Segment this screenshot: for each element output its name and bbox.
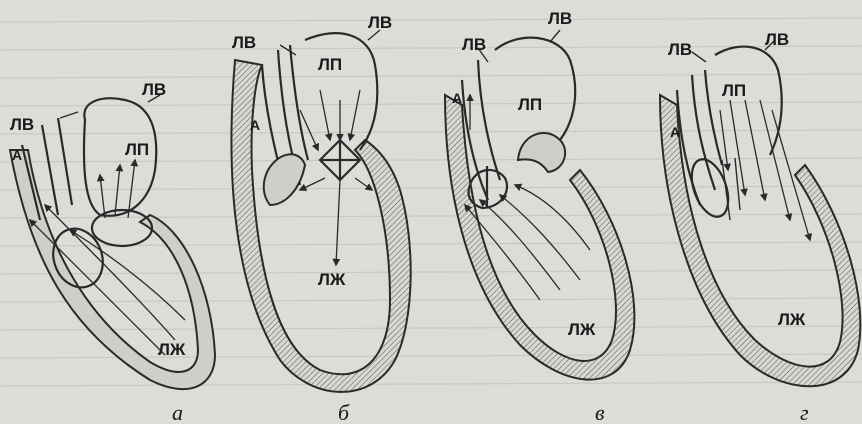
panel-a-caption: а [172,400,183,424]
panel-b-caption: б [338,400,350,424]
panel-d-label-lp: ЛП [722,81,746,100]
panel-b-ventricle-wall [231,60,410,392]
panel-a-label-lp: ЛП [125,140,149,159]
panel-c-label-lv-left: ЛВ [462,35,486,54]
panel-c-caption: в [595,400,605,424]
panel-c: ЛВ ЛВ ЛП А ЛЖ в [445,9,634,424]
panel-d-label-aorta: А [670,124,680,140]
panel-c-mitral-valve [518,133,565,172]
panel-a-label-lzh: ЛЖ [158,340,186,359]
panel-d-label-lv-right: ЛВ [765,30,789,49]
panel-c-label-aorta: А [452,90,462,106]
panel-a-label-aorta: А [12,147,22,163]
panel-d-caption: г [800,400,809,424]
panel-d: ЛВ ЛВ ЛП А ЛЖ г [660,30,860,424]
panel-c-label-lzh: ЛЖ [568,320,596,339]
panel-b-label-lp: ЛП [318,55,342,74]
panel-b-label-lv-left: ЛВ [232,33,256,52]
panel-b-mitral-valve [320,140,360,180]
panel-b: ЛВ ЛВ ЛП А ЛЖ б [231,13,410,424]
panel-b-label-lzh: ЛЖ [318,270,346,289]
panel-a: ЛВ ЛВ ЛП А ЛЖ а [10,80,215,424]
panel-d-left-atrium [715,47,782,155]
panel-c-label-lp: ЛП [518,95,542,114]
panel-b-label-lv-right: ЛВ [368,13,392,32]
panel-b-label-aorta: А [250,117,260,133]
panel-d-label-lv-left: ЛВ [668,40,692,59]
panel-d-flow-arrows [720,100,810,240]
panel-d-mitral-valve [722,158,740,220]
panel-a-label-lv-right: ЛВ [142,80,166,99]
panel-c-left-atrium [495,38,575,140]
panel-a-label-lv-left: ЛВ [10,115,34,134]
panel-b-aortic-valve [264,154,305,205]
panel-c-label-lv-right: ЛВ [548,9,572,28]
panel-d-ventricle-wall [660,95,860,386]
panel-d-label-lzh: ЛЖ [778,310,806,329]
panel-a-mitral-valve [92,210,152,246]
